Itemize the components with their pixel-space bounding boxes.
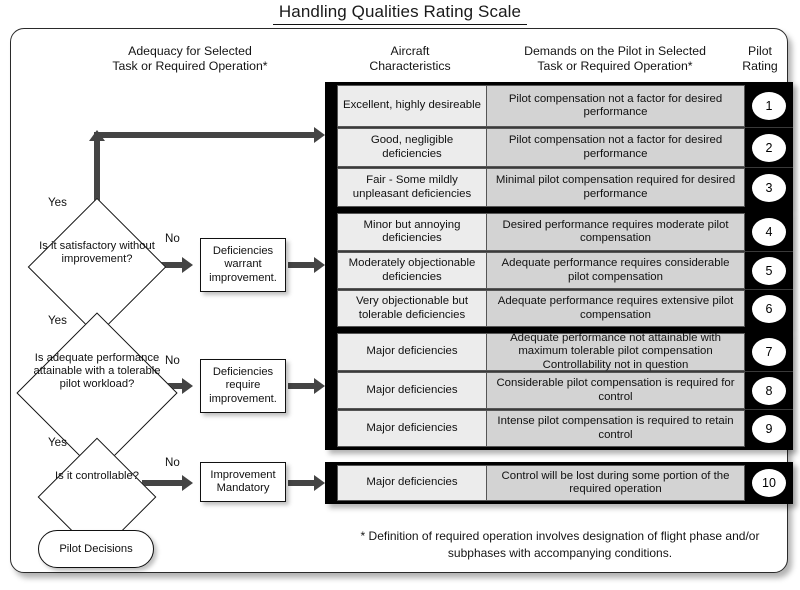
- footnote: * Definition of required operation invol…: [360, 529, 760, 560]
- rating-block-2: Minor but annoying deficiencies Desired …: [325, 210, 793, 330]
- table-row: Major deficiencies Control will be lost …: [337, 465, 793, 501]
- cell-characteristics: Excellent, highly desireable: [337, 85, 487, 127]
- cell-demands: Desired performance requires moderate pi…: [487, 213, 745, 251]
- cell-demands: Considerable pilot compensation is requi…: [487, 372, 745, 409]
- table-row: Major deficiencies Intense pilot compens…: [337, 409, 793, 447]
- rating-block-4: Major deficiencies Control will be lost …: [325, 462, 793, 504]
- connector-vertical-to-block1: [94, 140, 100, 220]
- process-deficiencies-warrant-improvement[interactable]: Deficiencies warrant improvement.: [200, 238, 286, 292]
- decision-label-2: Is adequate performance attainable with …: [33, 352, 161, 390]
- rating-block-3: Major deficiencies Adequate performance …: [325, 330, 793, 450]
- column-header-demands: Demands on the Pilot in Selected Task or…: [490, 44, 740, 74]
- connector-arrow-right-proc2: [182, 378, 193, 394]
- process-deficiencies-require-improvement[interactable]: Deficiencies require improvement.: [200, 359, 286, 413]
- process-improvement-mandatory[interactable]: Improvement Mandatory: [200, 462, 286, 502]
- start-pilot-decisions[interactable]: Pilot Decisions: [38, 530, 154, 568]
- cell-demands: Intense pilot compensation is required t…: [487, 410, 745, 447]
- decision-label-3: Is it controllable?: [55, 470, 139, 482]
- rating-circle: 6: [752, 294, 786, 323]
- table-row: Major deficiencies Adequate performance …: [337, 332, 793, 371]
- connector-arrow-right-proc1: [182, 257, 193, 273]
- cell-characteristics: Major deficiencies: [337, 465, 487, 501]
- table-row: Minor but annoying deficiencies Desired …: [337, 213, 793, 251]
- cell-demands: Control will be lost during some portion…: [487, 465, 745, 501]
- connector-arrow-right-block3: [314, 378, 325, 394]
- decision-label-1: Is it satisfactory without improvement?: [39, 240, 155, 265]
- column-header-demands-line2: Task or Required Operation*: [537, 59, 693, 73]
- cell-pilot-rating: 10: [745, 465, 793, 501]
- cell-demands: Adequate performance not attainable with…: [487, 332, 745, 371]
- page-title: Handling Qualities Rating Scale: [0, 2, 800, 25]
- connector-horizontal-to-block1: [94, 132, 316, 138]
- connector-arrow-right-block4: [314, 475, 325, 491]
- cell-pilot-rating: 1: [745, 85, 793, 127]
- cell-demands: Pilot compensation not a factor for desi…: [487, 85, 745, 127]
- edge-label-yes-1: Yes: [48, 196, 67, 209]
- table-row: Moderately objectionable deficiencies Ad…: [337, 251, 793, 289]
- column-header-pilot-rating: Pilot Rating: [732, 44, 788, 74]
- page-title-text: Handling Qualities Rating Scale: [272, 2, 528, 25]
- column-header-aircraft-characteristics: Aircraft Characteristics: [330, 44, 490, 74]
- rating-circle: 9: [752, 414, 786, 443]
- cell-demands: Pilot compensation not a factor for desi…: [487, 128, 745, 167]
- cell-pilot-rating: 3: [745, 168, 793, 207]
- edge-label-no-2: No: [165, 354, 180, 367]
- rating-circle: 4: [752, 218, 786, 246]
- connector-d3-to-proc3: [142, 480, 184, 486]
- cell-characteristics: Moderately objectionable deficiencies: [337, 252, 487, 289]
- rating-circle: 2: [752, 133, 786, 162]
- rating-block-1: Excellent, highly desireable Pilot compe…: [325, 82, 793, 210]
- cell-characteristics: Major deficiencies: [337, 333, 487, 371]
- rating-circle: 10: [752, 469, 786, 497]
- table-row: Very objectionable but tolerable deficie…: [337, 289, 793, 327]
- table-row: Fair - Some mildly unpleasant deficienci…: [337, 167, 793, 207]
- connector-arrow-right-block2: [314, 257, 325, 273]
- table-row: Good, negligible deficiencies Pilot comp…: [337, 127, 793, 167]
- column-header-demands-line1: Demands on the Pilot in Selected: [524, 44, 706, 58]
- cell-pilot-rating: 5: [745, 252, 793, 289]
- cell-pilot-rating: 8: [745, 372, 793, 409]
- connector-proc3-to-block4: [288, 480, 316, 486]
- connector-arrow-right-block1: [314, 127, 325, 143]
- cell-demands: Adequate performance requires extensive …: [487, 290, 745, 327]
- column-header-adequacy-line1: Adequacy for Selected: [128, 44, 252, 58]
- column-header-adequacy: Adequacy for Selected Task or Required O…: [60, 44, 320, 74]
- table-row: Excellent, highly desireable Pilot compe…: [337, 85, 793, 127]
- connector-arrow-right-proc3: [182, 475, 193, 491]
- rating-circle: 5: [752, 256, 786, 285]
- cell-characteristics: Good, negligible deficiencies: [337, 128, 487, 167]
- edge-label-yes-3: Yes: [48, 436, 67, 449]
- cell-demands: Minimal pilot compensation required for …: [487, 168, 745, 207]
- column-header-aircraft-line1: Aircraft: [390, 44, 430, 58]
- rating-circle: 1: [752, 92, 786, 120]
- rating-circle: 7: [752, 338, 786, 366]
- connector-d1-to-proc1: [150, 262, 184, 268]
- edge-label-yes-2: Yes: [48, 314, 67, 327]
- cell-characteristics: Very objectionable but tolerable deficie…: [337, 290, 487, 327]
- column-header-adequacy-line2: Task or Required Operation*: [112, 59, 268, 73]
- column-header-aircraft-line2: Characteristics: [369, 59, 451, 73]
- cell-pilot-rating: 7: [745, 333, 793, 371]
- cell-pilot-rating: 9: [745, 410, 793, 447]
- column-header-pilot-line1: Pilot: [748, 44, 772, 58]
- rating-circle: 3: [752, 173, 786, 202]
- column-header-pilot-line2: Rating: [742, 59, 778, 73]
- cell-pilot-rating: 6: [745, 290, 793, 327]
- connector-proc2-to-block3: [288, 383, 316, 389]
- cell-characteristics: Fair - Some mildly unpleasant deficienci…: [337, 168, 487, 207]
- cell-characteristics: Major deficiencies: [337, 410, 487, 447]
- cell-characteristics: Major deficiencies: [337, 372, 487, 409]
- table-row: Major deficiencies Considerable pilot co…: [337, 371, 793, 409]
- connector-proc1-to-block2: [288, 262, 316, 268]
- rating-circle: 8: [752, 376, 786, 405]
- cell-pilot-rating: 2: [745, 128, 793, 167]
- edge-label-no-1: No: [165, 232, 180, 245]
- cell-demands: Adequate performance requires considerab…: [487, 252, 745, 289]
- cell-characteristics: Minor but annoying deficiencies: [337, 213, 487, 251]
- cell-pilot-rating: 4: [745, 213, 793, 251]
- edge-label-no-3: No: [165, 456, 180, 469]
